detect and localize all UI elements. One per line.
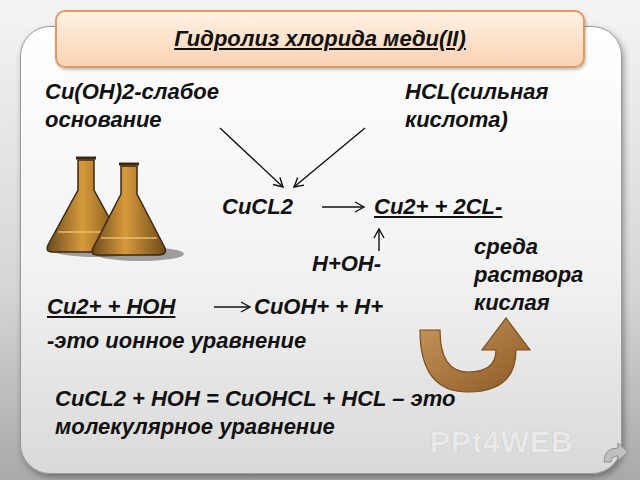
reaction-arrow — [322, 206, 364, 207]
reagent-label: Cu(OH)2-слабое основание — [45, 78, 295, 134]
title-text: Гидролиз хлорида меди(II) — [174, 25, 466, 53]
ions-formula: Cu2+ + 2CL- — [374, 193, 502, 221]
nav-icon — [604, 443, 628, 462]
equation-note: -это ионное уравнение — [47, 327, 306, 355]
reagent-label: HCL(сильная кислота) — [405, 78, 610, 134]
pointer-arrow — [220, 128, 283, 187]
title-box: Гидролиз хлорида меди(II) — [55, 10, 585, 68]
ionic-right: CuOH+ + H+ — [254, 293, 383, 321]
curved-arrow — [420, 318, 530, 392]
water-ions: H+OH- — [312, 250, 381, 278]
formula: CuCL2 — [222, 193, 293, 221]
pointer-arrow — [378, 229, 379, 251]
flask-icon — [92, 164, 184, 261]
pointer-arrow — [294, 128, 365, 187]
ionic-left: Cu2+ + HOH — [47, 293, 175, 321]
medium-note: среда раствора кислая — [474, 233, 619, 317]
reaction-arrow — [214, 306, 250, 307]
watermark: PPt4WEB — [430, 428, 574, 456]
